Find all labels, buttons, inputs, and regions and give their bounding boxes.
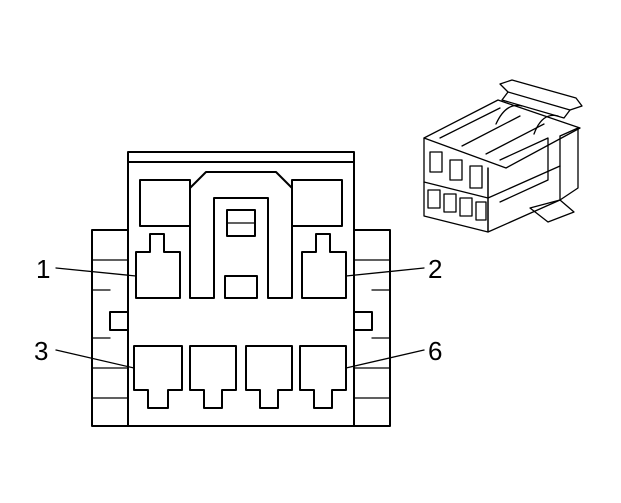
housing-top xyxy=(127,151,355,163)
iso-side-tab xyxy=(559,127,579,201)
pin-label-3: 3 xyxy=(34,336,48,366)
cavity-pin-2 xyxy=(301,233,347,299)
iso-latch-arc-right xyxy=(533,114,559,135)
pin-label-6: 6 xyxy=(428,336,442,366)
upper-right-block xyxy=(291,179,343,227)
pin-label-1: 1 xyxy=(36,254,50,284)
iso-latch-arc-left xyxy=(495,104,523,125)
cavity-pin-4 xyxy=(189,345,237,409)
left-rib-block xyxy=(91,229,129,427)
iso-top-surface xyxy=(423,99,581,169)
cavity-pin-1 xyxy=(135,233,181,299)
cavity-pin-6 xyxy=(299,345,347,409)
upper-left-block xyxy=(139,179,191,227)
right-rib-block xyxy=(353,229,391,427)
center-lock-tower xyxy=(189,171,293,299)
leader-pin-6 xyxy=(345,349,425,369)
center-lower-slot xyxy=(224,275,258,299)
leader-pin-3 xyxy=(55,349,135,369)
connector-isometric-view xyxy=(423,79,583,233)
left-rib-lines xyxy=(91,259,129,399)
connector-face-view: 1 2 3 6 xyxy=(34,151,442,427)
housing-body xyxy=(127,161,355,427)
right-latch-notch xyxy=(353,311,373,331)
cavity-pin-3 xyxy=(133,345,183,409)
right-rib-lines xyxy=(353,259,391,399)
leader-pin-1 xyxy=(55,267,137,277)
cavity-pin-5 xyxy=(245,345,293,409)
leader-pin-2 xyxy=(345,267,425,277)
pin-label-2: 2 xyxy=(428,254,442,284)
left-latch-notch xyxy=(109,311,129,331)
